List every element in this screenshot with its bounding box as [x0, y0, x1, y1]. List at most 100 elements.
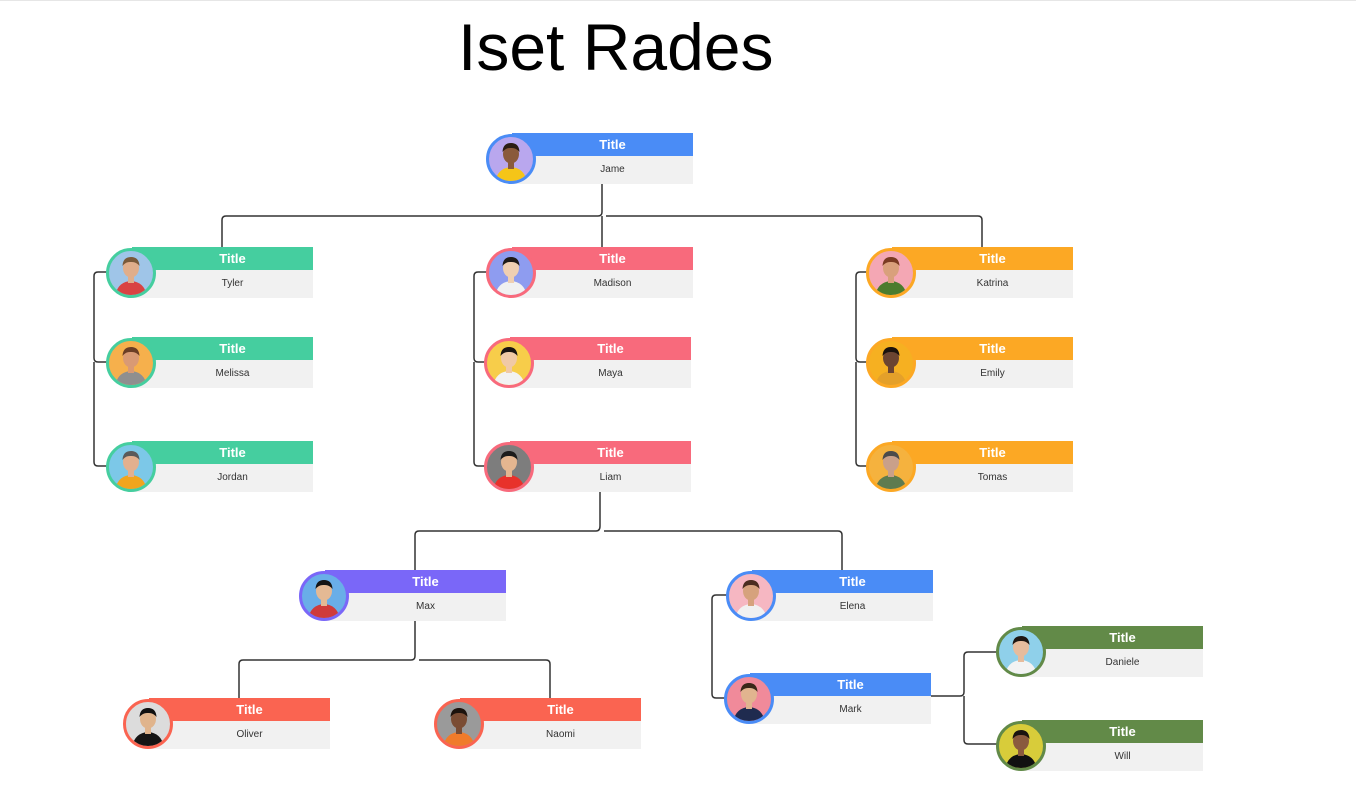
node-title: Title: [219, 251, 246, 266]
person-icon: [115, 451, 147, 489]
node-name-row: Will: [1022, 743, 1203, 771]
avatar: [106, 248, 156, 298]
node-name-row: Katrina: [892, 270, 1073, 298]
avatar: [434, 699, 484, 749]
person-icon: [875, 451, 907, 489]
node-title-band: Title: [750, 673, 931, 696]
person-icon: [1005, 730, 1037, 768]
node-name-row: Oliver: [149, 721, 330, 749]
node-name: Tomas: [977, 472, 1008, 483]
node-title-band: Title: [512, 133, 693, 156]
node-name-row: Tomas: [892, 464, 1073, 492]
node-name: Oliver: [236, 729, 263, 740]
org-node-tyler[interactable]: Title Tyler: [106, 247, 313, 299]
node-title: Title: [597, 445, 624, 460]
avatar: [866, 338, 916, 388]
org-node-maya[interactable]: Title Maya: [484, 337, 691, 389]
org-node-daniele[interactable]: Title Daniele: [996, 626, 1203, 678]
node-name-row: Jame: [512, 156, 693, 184]
org-node-will[interactable]: Title Will: [996, 720, 1203, 772]
person-icon: [495, 143, 527, 181]
node-title: Title: [1109, 630, 1136, 645]
node-name-row: Max: [325, 593, 506, 621]
node-name: Madison: [593, 278, 632, 289]
org-node-jame[interactable]: Title Jame: [486, 133, 693, 185]
node-title-band: Title: [512, 247, 693, 270]
org-node-elena[interactable]: Title Elena: [726, 570, 933, 622]
avatar: [486, 134, 536, 184]
node-name-row: Elena: [752, 593, 933, 621]
node-name: Liam: [599, 472, 622, 483]
node-name: Will: [1114, 751, 1131, 762]
node-name: Naomi: [546, 729, 575, 740]
node-title: Title: [219, 341, 246, 356]
node-title-band: Title: [1022, 720, 1203, 743]
org-node-melissa[interactable]: Title Melissa: [106, 337, 313, 389]
node-name: Elena: [839, 601, 866, 612]
person-icon: [733, 683, 765, 721]
person-icon: [115, 347, 147, 385]
node-name: Jordan: [217, 472, 248, 483]
node-title-band: Title: [892, 247, 1073, 270]
node-title-band: Title: [149, 698, 330, 721]
org-node-madison[interactable]: Title Madison: [486, 247, 693, 299]
person-icon: [115, 257, 147, 295]
org-node-tomas[interactable]: Title Tomas: [866, 441, 1073, 493]
node-title: Title: [597, 341, 624, 356]
org-node-jordan[interactable]: Title Jordan: [106, 441, 313, 493]
top-divider: [0, 0, 1356, 1]
connector-elena-children: [711, 594, 728, 699]
org-node-oliver[interactable]: Title Oliver: [123, 698, 330, 750]
connector-liam-children: [414, 492, 843, 570]
org-node-mark[interactable]: Title Mark: [724, 673, 931, 725]
avatar: [484, 338, 534, 388]
org-node-naomi[interactable]: Title Naomi: [434, 698, 641, 750]
avatar: [106, 338, 156, 388]
node-name: Katrina: [976, 278, 1009, 289]
person-icon: [308, 580, 340, 618]
node-title-band: Title: [460, 698, 641, 721]
person-icon: [1005, 636, 1037, 674]
node-title: Title: [599, 137, 626, 152]
node-title: Title: [599, 251, 626, 266]
node-title-band: Title: [1022, 626, 1203, 649]
node-name-row: Liam: [510, 464, 691, 492]
node-name: Jame: [600, 164, 625, 175]
avatar: [866, 248, 916, 298]
avatar: [106, 442, 156, 492]
avatar: [866, 442, 916, 492]
connector-mark-children: [931, 651, 998, 745]
avatar: [996, 721, 1046, 771]
node-title-band: Title: [325, 570, 506, 593]
node-title: Title: [1109, 724, 1136, 739]
org-node-katrina[interactable]: Title Katrina: [866, 247, 1073, 299]
node-name-row: Tyler: [132, 270, 313, 298]
node-name-row: Daniele: [1022, 649, 1203, 677]
node-name: Mark: [839, 704, 862, 715]
org-node-emily[interactable]: Title Emily: [866, 337, 1073, 389]
node-title-band: Title: [132, 247, 313, 270]
person-icon: [735, 580, 767, 618]
node-name: Max: [416, 601, 435, 612]
avatar: [484, 442, 534, 492]
avatar: [996, 627, 1046, 677]
avatar: [123, 699, 173, 749]
node-title: Title: [837, 677, 864, 692]
node-title-band: Title: [132, 441, 313, 464]
connector-madison-children: [473, 271, 488, 467]
connector-jame-children: [221, 183, 983, 247]
node-name-row: Jordan: [132, 464, 313, 492]
node-title-band: Title: [510, 337, 691, 360]
org-node-max[interactable]: Title Max: [299, 570, 506, 622]
node-title-band: Title: [132, 337, 313, 360]
avatar: [726, 571, 776, 621]
connector-max-children: [238, 621, 551, 698]
org-node-liam[interactable]: Title Liam: [484, 441, 691, 493]
person-icon: [875, 257, 907, 295]
node-title-band: Title: [892, 337, 1073, 360]
node-title: Title: [979, 251, 1006, 266]
node-name: Maya: [598, 368, 623, 379]
person-icon: [132, 708, 164, 746]
node-name-row: Madison: [512, 270, 693, 298]
node-name: Tyler: [221, 278, 244, 289]
